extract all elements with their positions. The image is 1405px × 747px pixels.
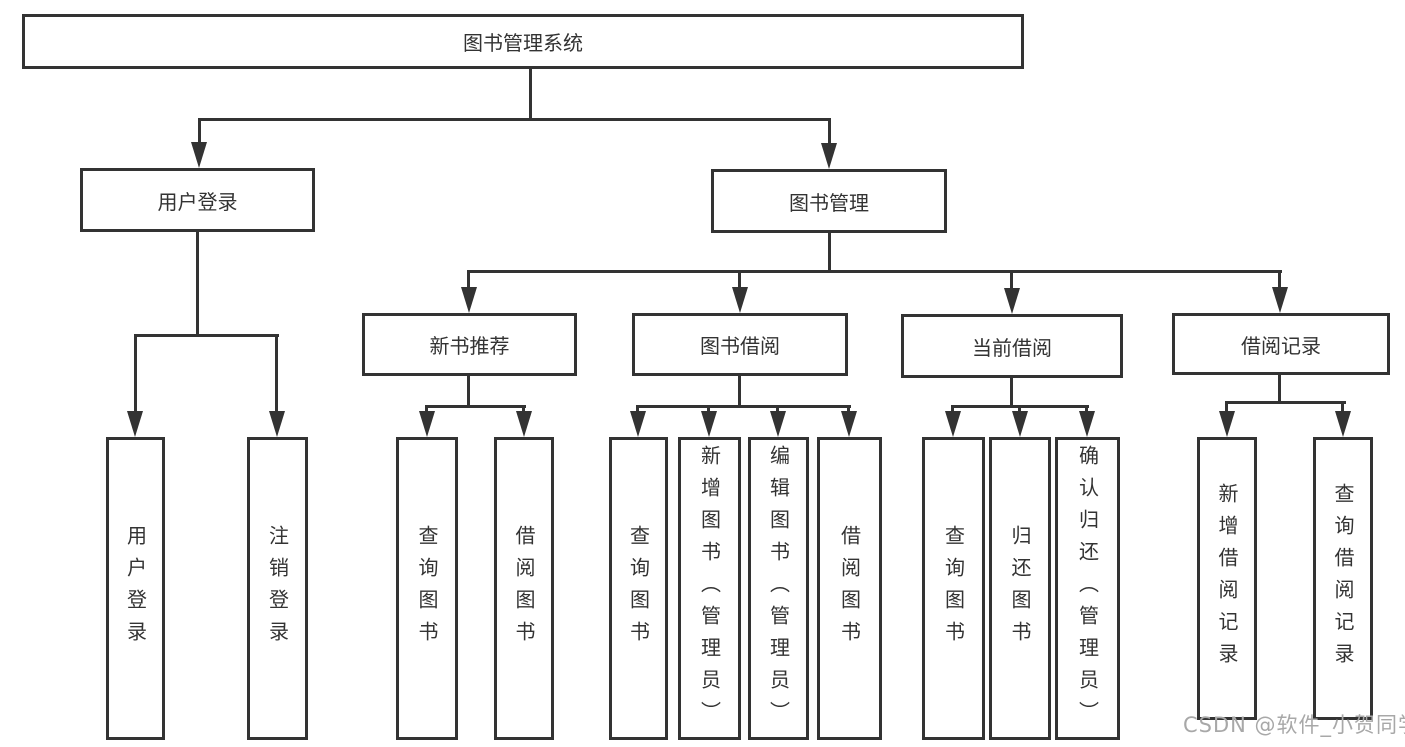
connector-line xyxy=(1225,401,1346,404)
leaf-query-books-recommend: 查询图书 xyxy=(396,437,458,740)
arrowhead-down-icon xyxy=(269,411,285,437)
connector-line xyxy=(529,69,532,120)
arrowhead-down-icon xyxy=(1012,411,1028,437)
connector-line xyxy=(275,334,278,413)
connector-line xyxy=(425,405,428,413)
node-borrowing-records: 借阅记录 xyxy=(1172,313,1390,375)
connector-line xyxy=(467,270,470,289)
connector-line xyxy=(198,118,201,144)
leaf-confirm-return-admin: 确认归还（管理员） xyxy=(1055,437,1120,740)
arrowhead-down-icon xyxy=(1335,411,1351,437)
arrowhead-down-icon xyxy=(516,411,532,437)
leaf-user-login: 用户登录 xyxy=(106,437,165,740)
connector-line xyxy=(134,334,279,337)
leaf-query-books-recommend-label: 查询图书 xyxy=(415,524,439,653)
leaf-borrow-books-borrowing: 借阅图书 xyxy=(817,437,882,740)
leaf-add-books-admin: 新增图书（管理员） xyxy=(678,437,741,740)
node-new-book-recommend-label: 新书推荐 xyxy=(429,334,510,358)
connector-line xyxy=(1010,378,1013,407)
connector-line xyxy=(776,405,779,413)
leaf-edit-books-admin-label: 编辑图书（管理员） xyxy=(766,444,791,733)
leaf-query-books-current: 查询图书 xyxy=(922,437,985,740)
arrowhead-down-icon xyxy=(127,411,143,437)
connector-line xyxy=(198,118,831,121)
leaf-query-books-current-label: 查询图书 xyxy=(941,524,966,653)
connector-line xyxy=(522,405,525,413)
connector-line xyxy=(1278,375,1281,404)
connector-line xyxy=(1225,401,1228,413)
connector-line xyxy=(196,232,199,336)
connector-line xyxy=(636,405,851,408)
node-book-management-label: 图书管理 xyxy=(789,190,869,215)
arrowhead-down-icon xyxy=(770,411,786,437)
arrowhead-down-icon xyxy=(419,411,435,437)
connector-line xyxy=(847,405,850,413)
arrowhead-down-icon xyxy=(841,411,857,437)
leaf-confirm-return-admin-label: 确认归还（管理员） xyxy=(1075,444,1100,733)
node-book-borrowing: 图书借阅 xyxy=(632,313,848,376)
connector-line xyxy=(1018,405,1021,413)
leaf-borrow-books-recommend-label: 借阅图书 xyxy=(512,524,536,653)
node-book-management: 图书管理 xyxy=(711,169,947,233)
connector-line xyxy=(828,118,831,145)
connector-line xyxy=(1341,401,1344,413)
arrowhead-down-icon xyxy=(1079,411,1095,437)
node-root: 图书管理系统 xyxy=(22,14,1024,69)
leaf-add-borrow-record: 新增借阅记录 xyxy=(1197,437,1257,720)
arrowhead-down-icon xyxy=(1219,411,1235,437)
leaf-user-login-label: 用户登录 xyxy=(123,524,148,653)
leaf-add-borrow-record-label: 新增借阅记录 xyxy=(1215,482,1239,675)
arrowhead-down-icon xyxy=(821,143,837,169)
connector-line xyxy=(828,233,831,272)
leaf-add-books-admin-label: 新增图书（管理员） xyxy=(697,444,722,733)
node-root-label: 图书管理系统 xyxy=(463,31,583,55)
connector-line xyxy=(738,376,741,407)
connector-line xyxy=(425,405,526,408)
node-user-login: 用户登录 xyxy=(80,168,315,232)
leaf-logout: 注销登录 xyxy=(247,437,308,740)
node-current-borrowing-label: 当前借阅 xyxy=(972,335,1052,360)
leaf-borrow-books-borrowing-label: 借阅图书 xyxy=(837,524,862,653)
leaf-query-books-borrowing: 查询图书 xyxy=(609,437,668,740)
connector-line xyxy=(134,334,137,413)
node-new-book-recommend: 新书推荐 xyxy=(362,313,577,376)
connector-line xyxy=(636,405,639,413)
node-current-borrowing: 当前借阅 xyxy=(901,314,1123,378)
arrowhead-down-icon xyxy=(945,411,961,437)
arrowhead-down-icon xyxy=(191,142,207,168)
arrowhead-down-icon xyxy=(701,411,717,437)
arrowhead-down-icon xyxy=(732,287,748,313)
connector-line xyxy=(951,405,954,413)
arrowhead-down-icon xyxy=(1004,288,1020,314)
leaf-query-borrow-record-label: 查询借阅记录 xyxy=(1331,482,1355,675)
connector-line xyxy=(1010,270,1013,290)
connector-line xyxy=(707,405,710,413)
node-borrowing-records-label: 借阅记录 xyxy=(1241,333,1321,358)
leaf-edit-books-admin: 编辑图书（管理员） xyxy=(748,437,809,740)
leaf-logout-label: 注销登录 xyxy=(265,524,290,653)
leaf-borrow-books-recommend: 借阅图书 xyxy=(494,437,554,740)
watermark: CSDN @软件_小贺同学 xyxy=(1183,713,1405,737)
leaf-query-books-borrowing-label: 查询图书 xyxy=(626,524,651,653)
leaf-return-books: 归还图书 xyxy=(989,437,1051,740)
connector-line xyxy=(738,270,741,289)
connector-line xyxy=(467,270,1282,273)
arrowhead-down-icon xyxy=(630,411,646,437)
arrowhead-down-icon xyxy=(461,287,477,313)
leaf-query-borrow-record: 查询借阅记录 xyxy=(1313,437,1373,720)
node-book-borrowing-label: 图书借阅 xyxy=(700,334,780,358)
connector-line xyxy=(1085,405,1088,413)
leaf-return-books-label: 归还图书 xyxy=(1008,524,1032,653)
arrowhead-down-icon xyxy=(1272,287,1288,313)
node-user-login-label: 用户登录 xyxy=(157,189,238,214)
connector-line xyxy=(1278,270,1281,289)
connector-line xyxy=(467,376,470,407)
